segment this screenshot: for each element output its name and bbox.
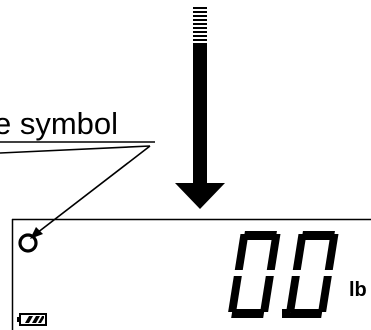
callout-leader-to-text [0, 145, 151, 154]
digit-zero-1 [228, 231, 281, 318]
callout: e symbol [0, 106, 155, 239]
battery-icon [17, 313, 47, 326]
arrow-head [175, 183, 225, 209]
callout-leader-line [36, 145, 151, 234]
lcd-reading [228, 231, 339, 318]
digit-zero-2 [286, 231, 339, 318]
e-symbol-icon [18, 233, 38, 253]
press-arrow [175, 7, 225, 209]
arrow-tail-stripes [193, 7, 207, 41]
arrow-shaft [193, 43, 207, 183]
lcd-panel [11, 218, 371, 330]
decimal-point [282, 309, 290, 318]
callout-label: e symbol [0, 106, 118, 141]
unit-label: lb [349, 279, 367, 301]
